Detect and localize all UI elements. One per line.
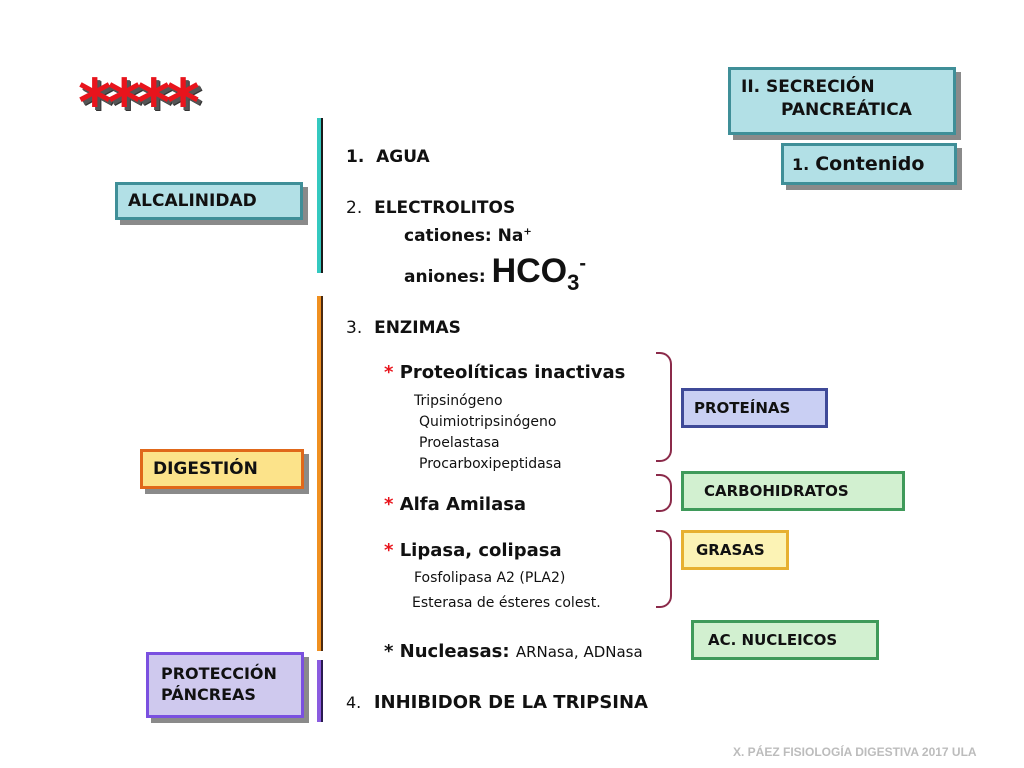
aniones-line: aniones: HCO3- (404, 252, 586, 296)
item-agua-num: 1. (346, 147, 365, 167)
lipasa-label: Lipasa, colipasa (399, 540, 562, 561)
cationes-sup: + (523, 226, 532, 238)
fosfolipasa: Fosfolipasa A2 (PLA2) (414, 570, 566, 586)
item-inhibidor-label: INHIBIDOR DE LA TRIPSINA (373, 692, 648, 713)
item-agua-label: AGUA (376, 147, 430, 167)
target-carbohidratos: CARBOHIDRATOS (681, 471, 905, 511)
hco3-sup: - (579, 252, 587, 275)
alfa-amilasa-label: Alfa Amilasa (399, 494, 527, 515)
decorative-stars: **** (78, 67, 200, 141)
target-proteinas: PROTEÍNAS (681, 388, 828, 428)
item-agua: 1. AGUA (346, 147, 430, 167)
nucleasas-detail: ARNasa, ADNasa (515, 643, 643, 661)
hco3-formula: HCO3- (491, 252, 587, 295)
item-electrolitos: 2. ELECTROLITOS (346, 198, 515, 218)
section-title-line1: II. SECRECIÓN (741, 77, 875, 97)
lipasa-line: * Lipasa, colipasa (384, 540, 562, 561)
tripsinogeno: Tripsinógeno (414, 393, 503, 409)
footer-credit: X. PÁEZ FISIOLOGÍA DIGESTIVA 2017 ULA (733, 745, 977, 759)
item-electrolitos-num: 2. (346, 198, 363, 218)
category-proteccion-line1: PROTECCIÓN (161, 664, 277, 683)
cationes-label: cationes: Na (404, 226, 524, 246)
nucleasas-label: * Nucleasas: (384, 641, 510, 662)
quimiotripsinogeno: Quimiotripsinógeno (419, 414, 557, 430)
brace-proteolytic (656, 352, 672, 462)
nucleasas-line: * Nucleasas: ARNasa, ADNasa (384, 641, 643, 662)
contenido-label: Contenido (815, 153, 925, 175)
item-enzimas-label: ENZIMAS (374, 318, 461, 338)
divider-bar-digestion (317, 296, 323, 651)
category-proteccion-line2: PÁNCREAS (161, 685, 256, 704)
procarboxipeptidasa: Procarboxipeptidasa (419, 456, 562, 472)
proelastasa: Proelastasa (419, 435, 500, 451)
target-ac-nucleicos: AC. NUCLEICOS (691, 620, 879, 660)
item-inhibidor: 4. INHIBIDOR DE LA TRIPSINA (346, 692, 648, 713)
item-electrolitos-label: ELECTROLITOS (374, 198, 516, 218)
item-enzimas: 3. ENZIMAS (346, 318, 461, 338)
brace-amylase (656, 474, 672, 512)
alfa-amilasa-line: * Alfa Amilasa (384, 494, 526, 515)
bullet-star: * (384, 362, 394, 383)
target-grasas: GRASAS (681, 530, 789, 570)
hco3-base: HCO (491, 252, 568, 290)
bullet-star: * (384, 494, 394, 515)
hco3-sub: 3 (567, 269, 580, 295)
bullet-star: * (384, 540, 394, 561)
cationes-line: cationes: Na+ (404, 226, 532, 246)
section-title-box: II. SECRECIÓN PANCREÁTICA (728, 67, 956, 135)
proteoliticas-line: * Proteolíticas inactivas (384, 362, 625, 383)
aniones-label: aniones: (404, 267, 486, 287)
brace-lipase (656, 530, 672, 608)
proteoliticas-label: Proteolíticas inactivas (399, 362, 626, 383)
divider-bar-alcalinidad (317, 118, 323, 273)
item-inhibidor-num: 4. (346, 693, 362, 712)
divider-bar-proteccion (317, 660, 323, 722)
contenido-number: 1. (792, 155, 810, 174)
category-alcalinidad: ALCALINIDAD (115, 182, 303, 220)
esterasa: Esterasa de ésteres colest. (412, 595, 601, 611)
category-proteccion: PROTECCIÓN PÁNCREAS (146, 652, 304, 718)
section-title-line2: PANCREÁTICA (781, 100, 912, 120)
category-digestion: DIGESTIÓN (140, 449, 304, 489)
contenido-box: 1. Contenido (781, 143, 957, 185)
item-enzimas-num: 3. (346, 318, 363, 338)
